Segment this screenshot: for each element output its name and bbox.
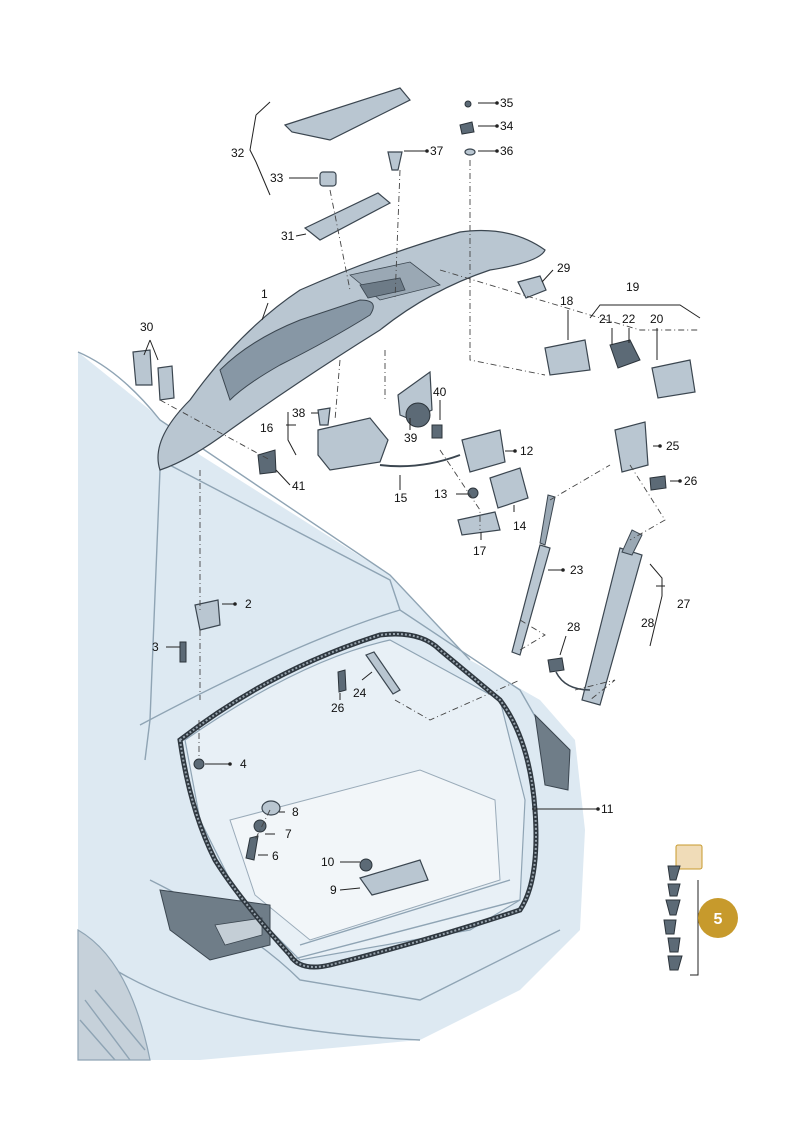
callout-10: 10 (321, 855, 335, 869)
callout-38: 38 (292, 406, 306, 420)
callout-19: 19 (626, 280, 640, 294)
callout-22: 22 (622, 312, 636, 326)
callout-13: 13 (434, 487, 448, 501)
callout-12: 12 (520, 444, 534, 458)
leader-dots (228, 101, 682, 811)
kit-badge-circle (698, 898, 738, 938)
callout-27: 27 (677, 597, 691, 611)
callout-24: 24 (353, 686, 367, 700)
callout-40: 40 (433, 385, 447, 399)
plate-32 (283, 87, 411, 141)
kit-badge: 5 (698, 898, 738, 938)
callout-28b: 28 (567, 620, 581, 634)
callout-39: 39 (404, 431, 418, 445)
callout-41: 41 (292, 479, 306, 493)
callout-9: 9 (330, 883, 337, 897)
rear-spoiler (157, 229, 546, 471)
callout-36: 36 (500, 144, 514, 158)
callout-21: 21 (599, 312, 613, 326)
callout-18: 18 (560, 294, 574, 308)
callout-7: 7 (285, 827, 292, 841)
callout-2: 2 (245, 597, 252, 611)
callout-32: 32 (231, 146, 245, 160)
callout-labels: 1 2 3 4 6 7 8 9 10 11 12 13 14 15 16 17 … (140, 96, 698, 897)
callout-28a: 28 (641, 616, 655, 630)
callout-16: 16 (260, 421, 274, 435)
callout-8: 8 (292, 805, 299, 819)
callout-20: 20 (650, 312, 664, 326)
callout-15: 15 (394, 491, 408, 505)
plate-31 (303, 192, 392, 241)
callout-26b: 26 (331, 701, 345, 715)
callout-1: 1 (261, 287, 268, 301)
assembly-lines (159, 160, 700, 841)
callout-29: 29 (557, 261, 571, 275)
kit-badge-number: 5 (714, 911, 723, 928)
callout-6: 6 (272, 849, 279, 863)
hardware-parts (132, 100, 703, 971)
callout-14: 14 (513, 519, 527, 533)
callout-4: 4 (240, 757, 247, 771)
callout-25: 25 (666, 439, 680, 453)
callout-34: 34 (500, 119, 514, 133)
callout-31: 31 (281, 229, 295, 243)
callout-33: 33 (270, 171, 284, 185)
callout-35: 35 (500, 96, 514, 110)
callout-17: 17 (473, 544, 487, 558)
door-seal-inner (178, 633, 537, 968)
callout-23: 23 (570, 563, 584, 577)
callout-26a: 26 (684, 474, 698, 488)
callout-37: 37 (430, 144, 444, 158)
callout-30: 30 (140, 320, 154, 334)
callout-11: 11 (601, 802, 614, 816)
car-body (77, 351, 585, 1061)
callout-3: 3 (152, 640, 159, 654)
